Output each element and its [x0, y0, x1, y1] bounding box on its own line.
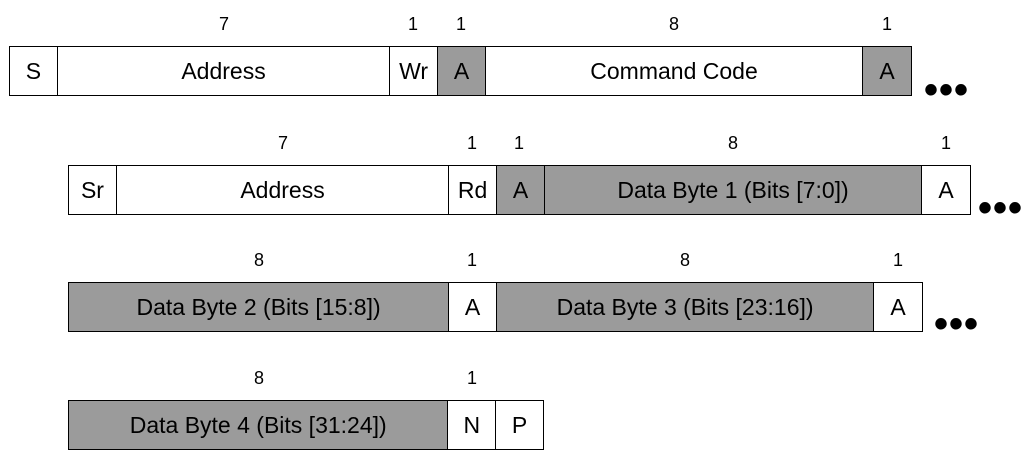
- bit-count-ack: 1: [881, 14, 892, 34]
- ack-field: A: [497, 166, 545, 214]
- bit-count-ack: 1: [455, 14, 466, 34]
- data-byte-3-field: Data Byte 3 (Bits [23:16]): [497, 283, 875, 331]
- bit-count-command-code: 8: [668, 14, 679, 34]
- address-field: Address: [116, 166, 450, 214]
- bit-count-address: 7: [218, 14, 229, 34]
- ack-field: A: [863, 47, 911, 95]
- stop-field: P: [496, 401, 543, 449]
- transaction-row-1: S Address Wr A Command Code A: [9, 46, 912, 96]
- data-byte-2-field: Data Byte 2 (Bits [15:8]): [69, 283, 450, 331]
- repeated-start-field: Sr: [69, 166, 117, 214]
- bit-count-ack: 1: [466, 250, 477, 270]
- ack-field: A: [438, 47, 486, 95]
- bit-count-ack: 1: [940, 133, 951, 153]
- command-code-field: Command Code: [485, 47, 864, 95]
- continuation-dots: •••: [924, 68, 970, 112]
- address-field: Address: [57, 47, 391, 95]
- transaction-row-2: Sr Address Rd A Data Byte 1 (Bits [7:0])…: [68, 165, 971, 215]
- data-byte-4-field: Data Byte 4 (Bits [31:24]): [69, 401, 449, 449]
- bit-count-address: 7: [277, 133, 288, 153]
- ack-field: A: [449, 283, 497, 331]
- continuation-dots: •••: [978, 186, 1024, 230]
- write-bit-field: Wr: [390, 47, 439, 95]
- start-field: S: [10, 47, 58, 95]
- bit-count-wr: 1: [407, 14, 418, 34]
- bit-count-data-byte: 8: [253, 250, 264, 270]
- read-bit-field: Rd: [449, 166, 498, 214]
- ack-field: A: [922, 166, 970, 214]
- transaction-row-3: Data Byte 2 (Bits [15:8]) A Data Byte 3 …: [68, 282, 923, 332]
- data-byte-1-field: Data Byte 1 (Bits [7:0]): [544, 166, 923, 214]
- bit-count-ack: 1: [513, 133, 524, 153]
- bit-count-ack: 1: [892, 250, 903, 270]
- bit-count-data-byte: 8: [727, 133, 738, 153]
- bit-count-data-byte: 8: [253, 368, 264, 388]
- bit-count-data-byte: 8: [679, 250, 690, 270]
- nack-field: N: [448, 401, 497, 449]
- transaction-row-4: Data Byte 4 (Bits [31:24]) N P: [68, 400, 544, 450]
- bit-count-nack: 1: [466, 368, 477, 388]
- continuation-dots: •••: [934, 302, 980, 346]
- ack-field: A: [874, 283, 922, 331]
- bit-count-rd: 1: [466, 133, 477, 153]
